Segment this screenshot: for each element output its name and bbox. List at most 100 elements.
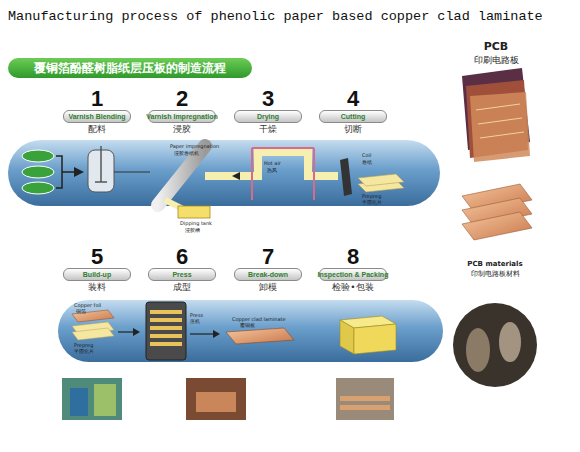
press-plate	[150, 342, 182, 346]
cutter	[340, 158, 352, 196]
step-number: 2	[149, 88, 215, 110]
step-label: Press	[172, 270, 191, 279]
part-label: 浸胶槽	[185, 227, 200, 234]
part-label: 卷纸	[362, 159, 372, 166]
step-label: Break-down	[248, 270, 288, 279]
step-box: 6Press成型	[148, 268, 216, 281]
diagram-title: Manufacturing process of phenolic paper …	[8, 9, 543, 25]
step-box: 2Varnish Impregnation浸胶	[148, 110, 216, 123]
part-label: Press	[190, 312, 203, 319]
step-label-cn: 检验•包装	[308, 282, 398, 293]
step-label-cn: 切断	[308, 124, 398, 135]
part-label: 热风	[267, 167, 277, 174]
pcb-board	[470, 92, 530, 162]
step-box: 1Varnish Blending配料	[63, 110, 131, 123]
flow-line	[190, 333, 214, 334]
press-frame	[146, 302, 186, 360]
part-label: Hot air	[264, 160, 281, 167]
step-label: Drying	[257, 112, 279, 121]
arrow-head	[133, 328, 140, 336]
photo-detail	[196, 392, 236, 412]
factory-photo	[453, 303, 537, 387]
varnish-pipe	[114, 171, 150, 172]
laminate-sheet	[226, 328, 294, 344]
step-box: 7Break-down卸模	[234, 268, 302, 281]
part-label: Prepreg	[74, 342, 93, 349]
step-number: 5	[64, 246, 130, 268]
arrow-head	[74, 167, 84, 177]
step-number: 4	[320, 88, 386, 110]
raw-material	[22, 182, 54, 194]
step-number: 8	[320, 246, 386, 268]
part-label: 半固化片	[74, 348, 94, 355]
drying-oven	[252, 148, 314, 200]
step-box: 8Inspection & Packing检验•包装	[319, 268, 387, 281]
part-label: 浸胶卷纸机	[174, 150, 199, 157]
photo-detail	[466, 328, 490, 372]
part-label: Copper clad laminate	[232, 316, 286, 323]
picture-title-cn: 印制电路板材料	[450, 270, 540, 279]
arrow-head	[213, 330, 220, 338]
press-plate	[150, 326, 182, 330]
prepreg-sheet	[358, 174, 404, 186]
step-label: Cutting	[341, 112, 366, 121]
raw-material	[22, 166, 54, 178]
part-label: Copper foil	[74, 302, 101, 309]
process-band	[58, 300, 443, 362]
press-plate	[150, 334, 182, 338]
process-band	[8, 140, 440, 206]
flow-line	[118, 331, 134, 332]
photo-detail	[340, 396, 390, 401]
photo-detail	[340, 405, 390, 410]
step-number: 7	[235, 246, 301, 268]
part-label: 半固化片	[362, 199, 382, 206]
photo-detail	[70, 388, 88, 416]
step-label-cn: 干燥	[223, 124, 313, 135]
step-label-cn: 装料	[52, 282, 142, 293]
feed-line	[56, 156, 76, 188]
dipping-tank	[178, 206, 210, 218]
part-label: Coil	[362, 152, 371, 159]
title-banner: 覆铜箔酚醛树脂纸层压板的制造流程	[8, 58, 252, 78]
arrow-head	[232, 172, 240, 180]
picture-title: PCB materials	[450, 260, 540, 269]
step-label-cn: 成型	[137, 282, 227, 293]
agitator	[95, 146, 107, 182]
step-label: Varnish Blending	[68, 112, 125, 121]
paper-web	[205, 152, 338, 176]
step-box: 5Build-up装料	[63, 268, 131, 281]
step-label: Inspection & Packing	[318, 270, 389, 279]
press-plate	[150, 318, 182, 322]
step-label: Build-up	[83, 270, 111, 279]
pcb-trace	[476, 104, 524, 138]
copper-sheet	[462, 212, 532, 240]
step-label-cn: 卸模	[223, 282, 313, 293]
step-number: 6	[149, 246, 215, 268]
part-label: Paper impregnation	[170, 143, 219, 150]
raw-material	[22, 150, 54, 162]
step-label: Varnish Impregnation	[146, 112, 218, 121]
photo-detail	[499, 322, 521, 362]
step-number: 1	[64, 88, 130, 110]
part-label: Dipping tank	[180, 220, 212, 227]
step-label-cn: 配料	[52, 124, 142, 135]
banner-text: 覆铜箔酚醛树脂纸层压板的制造流程	[34, 61, 226, 75]
press-plate	[150, 310, 182, 314]
part-label: 压机	[190, 318, 200, 325]
part-label: Prepreg	[362, 193, 381, 200]
impregnator	[158, 146, 205, 205]
prepreg-sheet	[72, 328, 114, 340]
photo-detail	[94, 384, 116, 416]
factory-photo	[62, 378, 122, 420]
part-label: 铜箔	[76, 308, 86, 315]
package-front	[354, 324, 396, 354]
part-label: 覆铜板	[240, 322, 255, 329]
picture-title: PCB	[468, 40, 524, 53]
step-number: 3	[235, 88, 301, 110]
package-side	[340, 320, 354, 354]
step-box: 4Cutting切断	[319, 110, 387, 123]
step-box: 3Drying干燥	[234, 110, 302, 123]
factory-photo	[186, 378, 246, 420]
step-label-cn: 浸胶	[137, 124, 227, 135]
picture-title-cn: 印刷电路板	[458, 55, 534, 66]
